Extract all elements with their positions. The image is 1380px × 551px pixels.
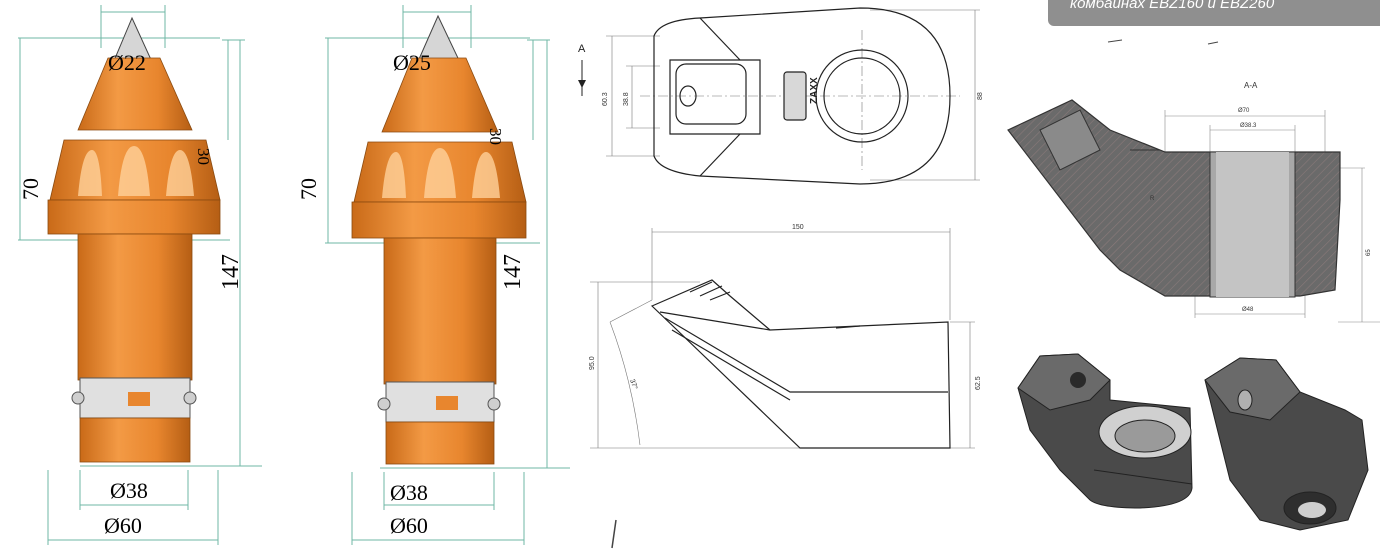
pick-left-dimension-lines	[18, 5, 262, 545]
section-dim-top: Ø70	[1238, 108, 1250, 114]
section-marker-a: A	[578, 43, 586, 55]
pick-right-shank-diameter: Ø38	[390, 480, 428, 505]
holder-side-view	[590, 228, 975, 449]
pick-right-collar-diameter: Ø60	[390, 513, 428, 538]
caption-banner: комбайнах EBZ160 и EBZ260	[1048, 0, 1380, 26]
section-dim-side: 65	[1366, 249, 1372, 256]
pick-right-tip-diameter: Ø25	[393, 50, 431, 75]
caption-line-2: комбайнах EBZ160 и EBZ260	[1070, 0, 1275, 12]
holder-top-dim-height: 88	[977, 92, 984, 100]
holder-3d-left	[1017, 353, 1193, 509]
section-view	[1007, 99, 1380, 323]
holder-top-view	[578, 7, 980, 185]
pick-right-dimension-lines	[325, 5, 570, 545]
pick-left-shank-diameter: Ø38	[110, 478, 148, 503]
holder-3d-right	[1204, 357, 1369, 531]
holder-side-length: 150	[792, 224, 804, 231]
pick-left-cone-angle: 30	[194, 148, 213, 165]
pick-right-total-length: 147	[500, 254, 526, 290]
section-dim-bottom: Ø48	[1242, 307, 1254, 313]
holder-top-dim-inner: 38.8	[623, 92, 630, 106]
stray-mark	[1107, 39, 1123, 43]
holder-top-dim-outer: 60.3	[602, 92, 609, 106]
pick-left-head-height: 70	[18, 178, 43, 200]
section-radius: R	[1150, 196, 1155, 202]
pick-left-total-length: 147	[218, 254, 244, 290]
pick-right-head-height: 70	[296, 178, 321, 200]
stray-mark	[611, 519, 617, 549]
holder-side-angle: 37°	[628, 378, 639, 391]
pick-left-tip-diameter: Ø22	[108, 50, 146, 75]
pick-left	[18, 5, 262, 545]
holder-side-height-left: 95.0	[589, 356, 596, 370]
holder-logo: ZAXX	[809, 77, 820, 104]
stray-mark	[1207, 41, 1219, 45]
pick-left-collar-diameter: Ø60	[104, 513, 142, 538]
holder-side-height-right: 62.5	[975, 376, 982, 390]
section-title: A-A	[1244, 81, 1258, 90]
pick-right-cone-angle: 30	[486, 128, 505, 145]
section-dim-inner: Ø38.3	[1240, 123, 1257, 129]
pick-right	[325, 5, 570, 545]
